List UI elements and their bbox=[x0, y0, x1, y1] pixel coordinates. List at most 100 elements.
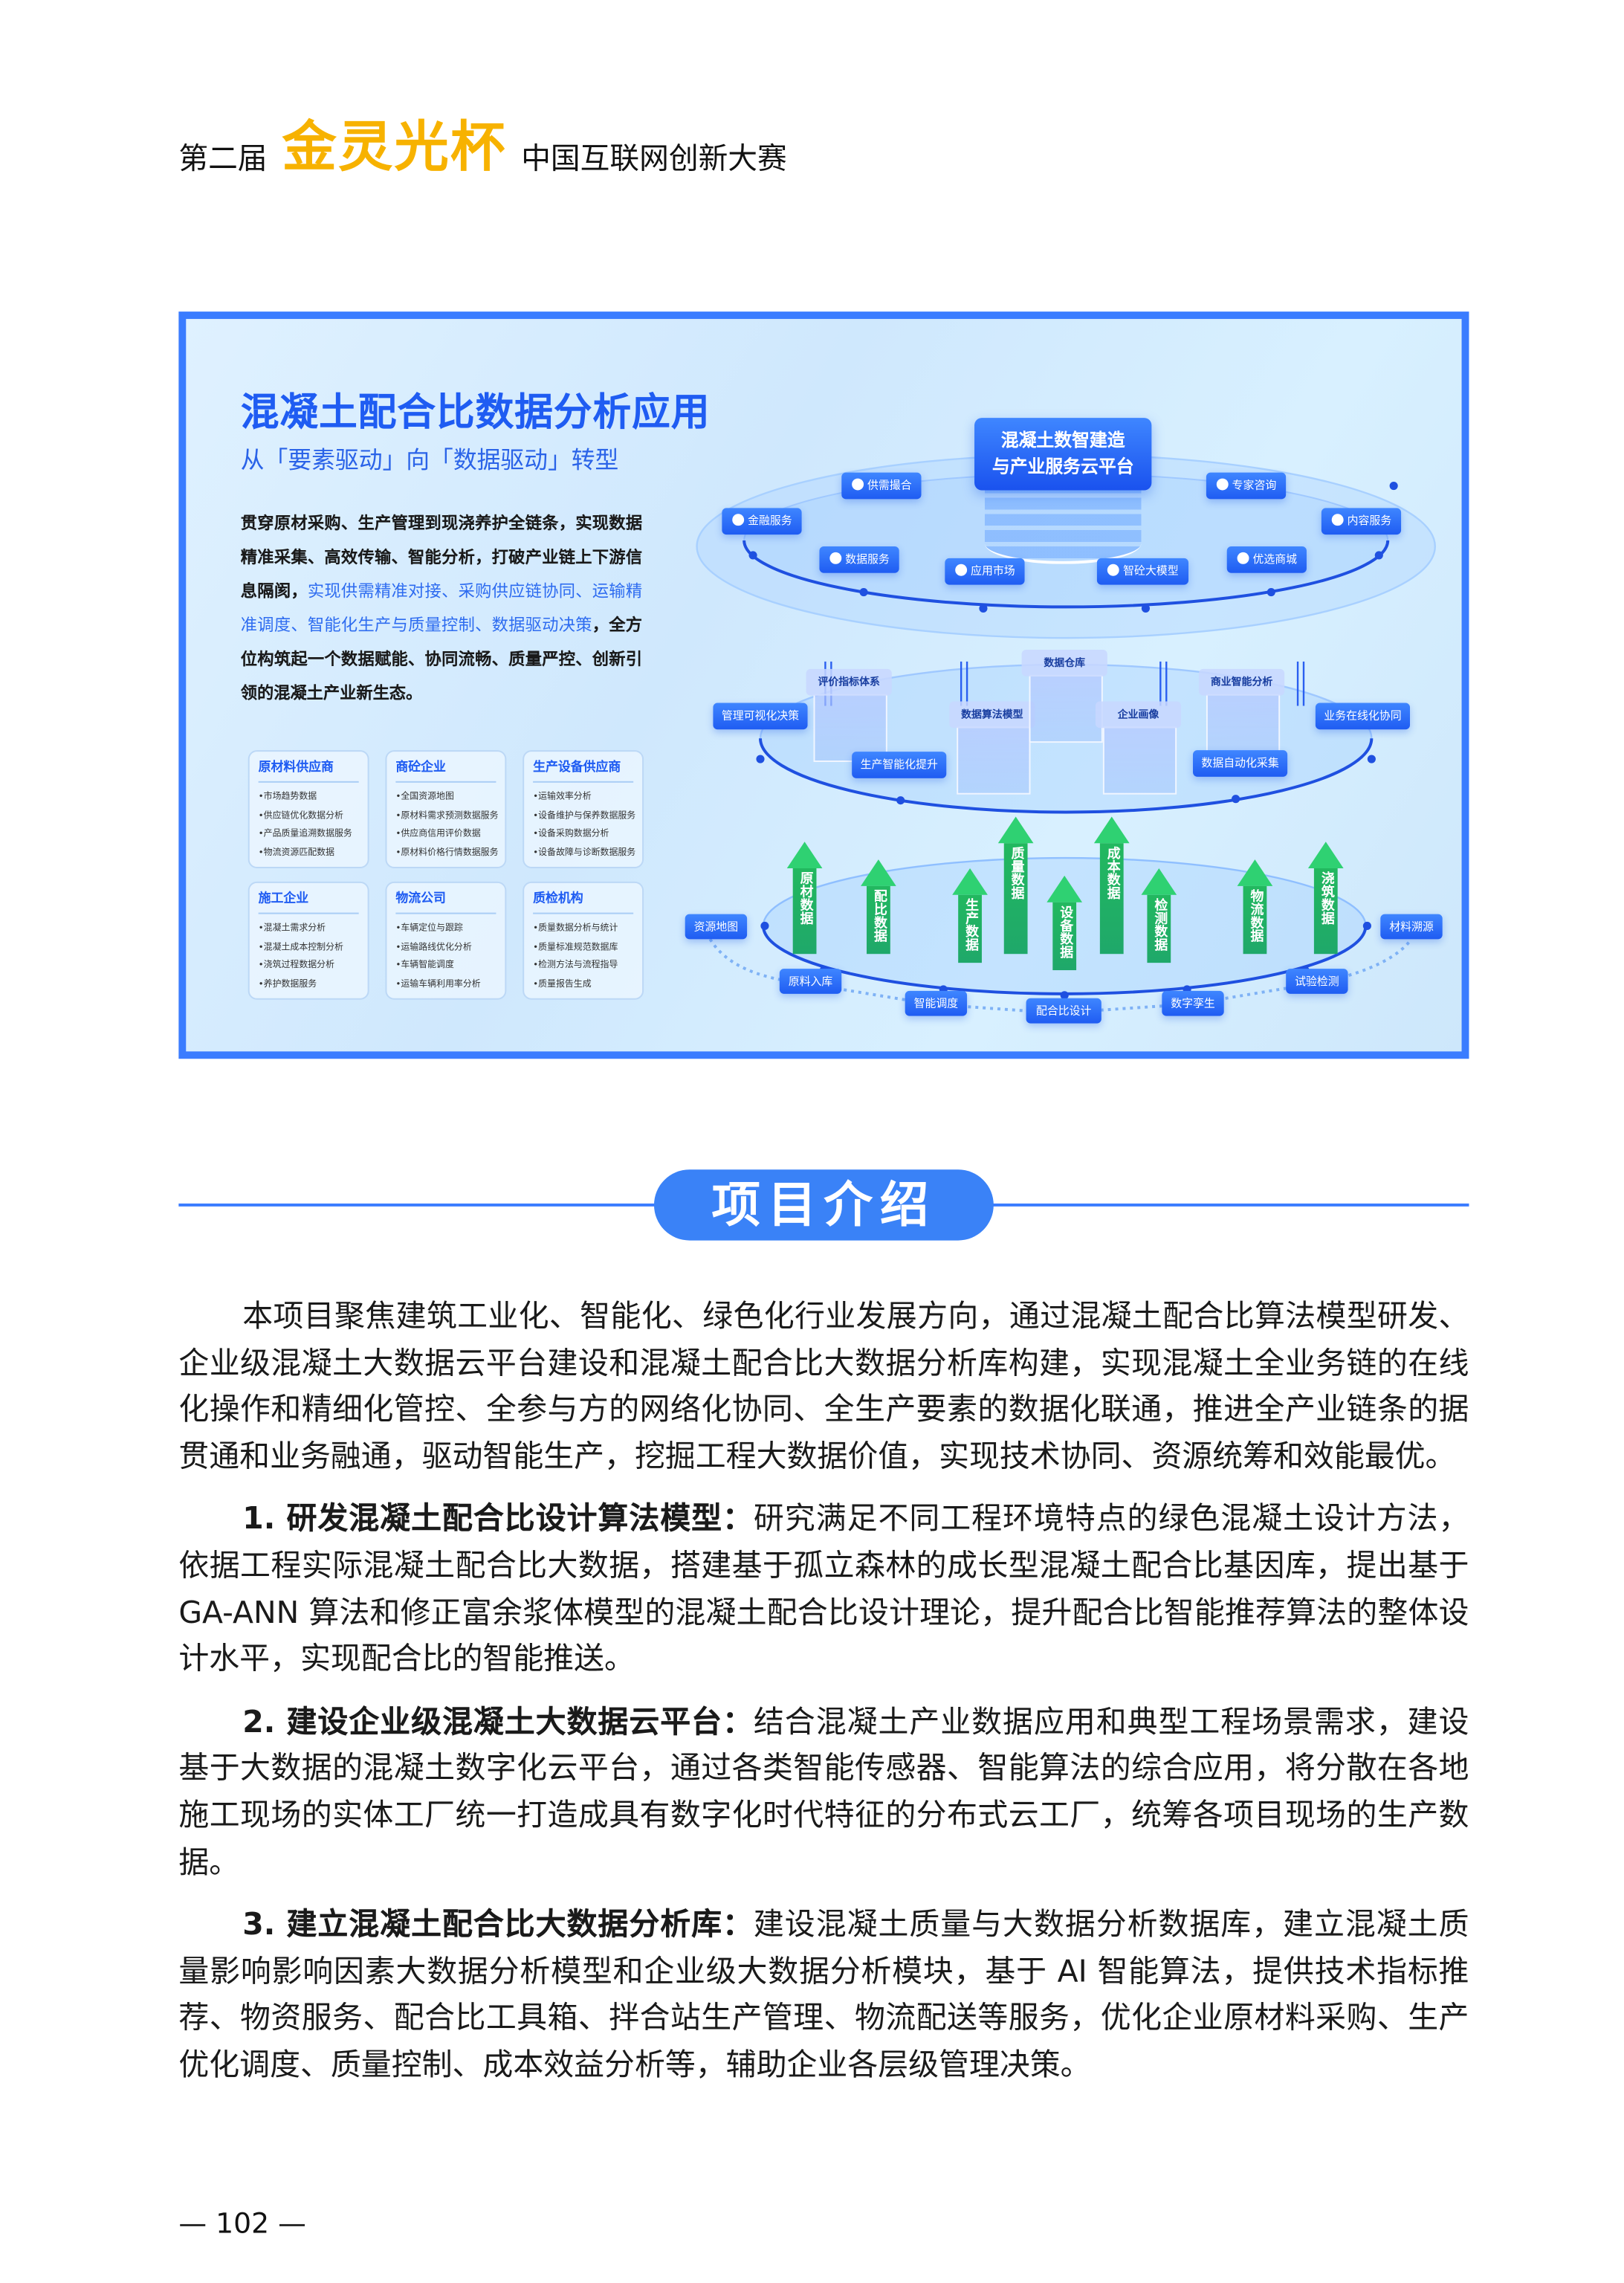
event-name: 中国互联网创新大赛 bbox=[521, 140, 787, 176]
data-arrow: 成本数据 bbox=[1093, 816, 1130, 955]
service-label: 内容服务 bbox=[1347, 514, 1392, 528]
cube-label: 数据算法模型 bbox=[949, 701, 1035, 729]
stakeholder-card: 质检机构 •质量数据分析与统计 •质量标准规范数据库 •检测方法与流程指导 •质量报告生… bbox=[523, 881, 644, 1000]
edition-label: 第二届 bbox=[178, 140, 268, 176]
middle-ring-arc bbox=[759, 738, 1374, 814]
node-dot bbox=[1367, 755, 1376, 763]
node-dot bbox=[896, 796, 905, 805]
service-label: 优选商城 bbox=[1252, 552, 1298, 566]
node-dot bbox=[748, 551, 757, 560]
card-item: •质量报告生成 bbox=[533, 978, 592, 989]
card-item: •设备采购数据分析 bbox=[533, 828, 609, 839]
card-item: •质量数据分析与统计 bbox=[533, 923, 618, 934]
intro-highlight: 实现供需精准对接、采购供应链协同、运输精准调度、智能化生产与质量控制、数据驱动决… bbox=[240, 581, 643, 636]
service-label: 供需撮合 bbox=[867, 478, 912, 492]
stakeholder-card: 生产设备供应商•运输效率分析•设备维护与保养数据服务•设备采购数据分析•设备故障… bbox=[523, 750, 644, 869]
service-pill: 优选商城 bbox=[1226, 546, 1307, 573]
service-label: 智砼大模型 bbox=[1123, 564, 1179, 578]
service-pill: 智砼大模型 bbox=[1096, 558, 1189, 585]
data-arrow: 物流数据 bbox=[1237, 859, 1273, 955]
data-arrow: 浇筑数据 bbox=[1307, 842, 1344, 955]
flow-step: 智能调度 bbox=[905, 990, 968, 1016]
arrow-label: 生产数据 bbox=[958, 894, 982, 963]
card-title: 质检机构 bbox=[533, 889, 634, 914]
arrow-up-icon bbox=[861, 859, 896, 886]
service-pill: 应用市场 bbox=[945, 558, 1025, 585]
card-item: •设备故障与诊断数据服务 bbox=[533, 847, 636, 858]
arrow-label: 质量数据 bbox=[1003, 843, 1028, 955]
intro-text: 贯穿原材采购、生产管理到现浇养护全链条，实现数据精准采集、高效传输、智能分析，打… bbox=[240, 514, 643, 601]
card-item: •全国资源地图 bbox=[395, 791, 454, 802]
node-dot bbox=[1389, 481, 1398, 491]
card-title: 施工企业 bbox=[258, 889, 359, 914]
intro-text-end: ，全方位构筑起一个数据赋能、协同流畅、质量严控、创新引领的混凝土产业新生态。 bbox=[240, 616, 643, 703]
service-pill: 数据服务 bbox=[819, 546, 899, 573]
data-arrow: 设备数据 bbox=[1046, 875, 1083, 971]
card-title: 生产设备供应商 bbox=[533, 758, 634, 783]
card-item: •运输车辆利用率分析 bbox=[395, 978, 481, 989]
infographic-subtitle: 从「要素驱动」向「数据驱动」转型 bbox=[240, 445, 619, 474]
service-label: 应用市场 bbox=[971, 564, 1015, 578]
stakeholder-card: 施工企业•混凝土需求分析•混凝土成本控制分析•浇筑过程数据分析•养护数据服务 bbox=[248, 881, 369, 1000]
arrow-label: 浇筑数据 bbox=[1313, 868, 1338, 955]
cube-label: 企业画像 bbox=[1095, 701, 1182, 729]
card-title: 物流公司 bbox=[395, 889, 496, 914]
node-dot bbox=[859, 587, 868, 597]
paragraph-heading: 1. 研发混凝土配合比设计算法模型： bbox=[242, 1500, 754, 1537]
card-item: •检测方法与流程指导 bbox=[533, 960, 618, 971]
infographic: 混凝土数智建造 与产业服务云平台 混凝土配合比数据分析应用 从「要素驱动」向「数… bbox=[178, 311, 1469, 1059]
arrow-up-icon bbox=[1237, 859, 1273, 886]
card-item: •车辆智能调度 bbox=[395, 960, 454, 971]
page-header: 第二届 金灵光杯 中国互联网创新大赛 bbox=[178, 112, 786, 180]
node-dot bbox=[979, 604, 988, 613]
arrow-up-icon bbox=[1141, 868, 1177, 895]
flow-step: 材料溯源 bbox=[1380, 914, 1443, 940]
service-label: 金融服务 bbox=[748, 514, 792, 528]
platform-title-line2: 与产业服务云平台 bbox=[991, 456, 1134, 477]
card-item: •质量标准规范数据库 bbox=[533, 941, 618, 952]
service-pill: 内容服务 bbox=[1321, 508, 1402, 535]
section-title: 项目介绍 bbox=[653, 1169, 994, 1241]
cube-label: 评价指标体系 bbox=[806, 668, 892, 696]
stakeholder-card: 原材料供应商•市场趋势数据•供应链优化数据分析•产品质量追溯数据服务•物流资源匹… bbox=[248, 750, 369, 869]
paragraph-text: 研究满足不同工程环境特点的绿色混凝土设计方法，依据工程实际混凝土配合比大数据，搭… bbox=[178, 1500, 1469, 1676]
platform-title-line1: 混凝土数智建造 bbox=[1000, 430, 1125, 451]
card-item: •供应商信用评价数据 bbox=[395, 828, 481, 839]
arrow-up-icon bbox=[952, 868, 988, 895]
card-item: •原材料价格行情数据服务 bbox=[395, 847, 499, 858]
arrow-label: 成本数据 bbox=[1099, 843, 1124, 955]
card-item: •市场趋势数据 bbox=[258, 791, 317, 802]
infographic-title: 混凝土配合比数据分析应用 bbox=[240, 391, 711, 436]
cart-icon bbox=[1236, 552, 1249, 564]
data-cube bbox=[1102, 726, 1177, 795]
data-cube bbox=[1029, 674, 1103, 743]
card-item: •物流资源匹配数据 bbox=[258, 847, 335, 858]
arrow-label: 检测数据 bbox=[1147, 894, 1171, 963]
card-item: •浇筑过程数据分析 bbox=[258, 960, 335, 971]
paragraph-text: 建设混凝土质量与大数据分析数据库，建立混凝土质量影响影响因素大数据分析模型和企业… bbox=[178, 1906, 1469, 2082]
infographic-intro: 贯穿原材采购、生产管理到现浇养护全链条，实现数据精准采集、高效传输、智能分析，打… bbox=[241, 506, 642, 710]
body-text: 本项目聚焦建筑工业化、智能化、绿色化行业发展方向，通过混凝土配合比算法模型研发、… bbox=[178, 1294, 1469, 2105]
node-dot bbox=[1266, 587, 1275, 597]
card-item: •原材料需求预测数据服务 bbox=[395, 810, 499, 821]
arrow-up-icon bbox=[786, 842, 823, 869]
top-ring-arc bbox=[743, 540, 1390, 609]
arrow-up-icon bbox=[997, 816, 1034, 844]
card-title: 商砼企业 bbox=[395, 758, 496, 783]
service-pill: 专家咨询 bbox=[1206, 472, 1287, 500]
data-cube bbox=[957, 726, 1031, 795]
node-dot bbox=[1362, 921, 1371, 931]
flow-step: 原料入库 bbox=[779, 969, 842, 994]
document-icon bbox=[1330, 514, 1343, 526]
cloud-icon bbox=[829, 552, 841, 564]
node-dot bbox=[1141, 604, 1151, 613]
brand-logo-text: 金灵光杯 bbox=[282, 114, 507, 179]
stakeholder-card: 物流公司•车辆定位与跟踪•运输路线优化分析•车辆智能调度•运输车辆利用率分析 bbox=[385, 881, 507, 1000]
capability-pill: 业务在线化协同 bbox=[1315, 703, 1411, 730]
node-dot bbox=[1232, 795, 1240, 804]
data-arrow: 检测数据 bbox=[1141, 868, 1177, 963]
node-dot bbox=[756, 755, 765, 763]
node-dot bbox=[760, 921, 769, 931]
box-icon bbox=[954, 564, 967, 576]
